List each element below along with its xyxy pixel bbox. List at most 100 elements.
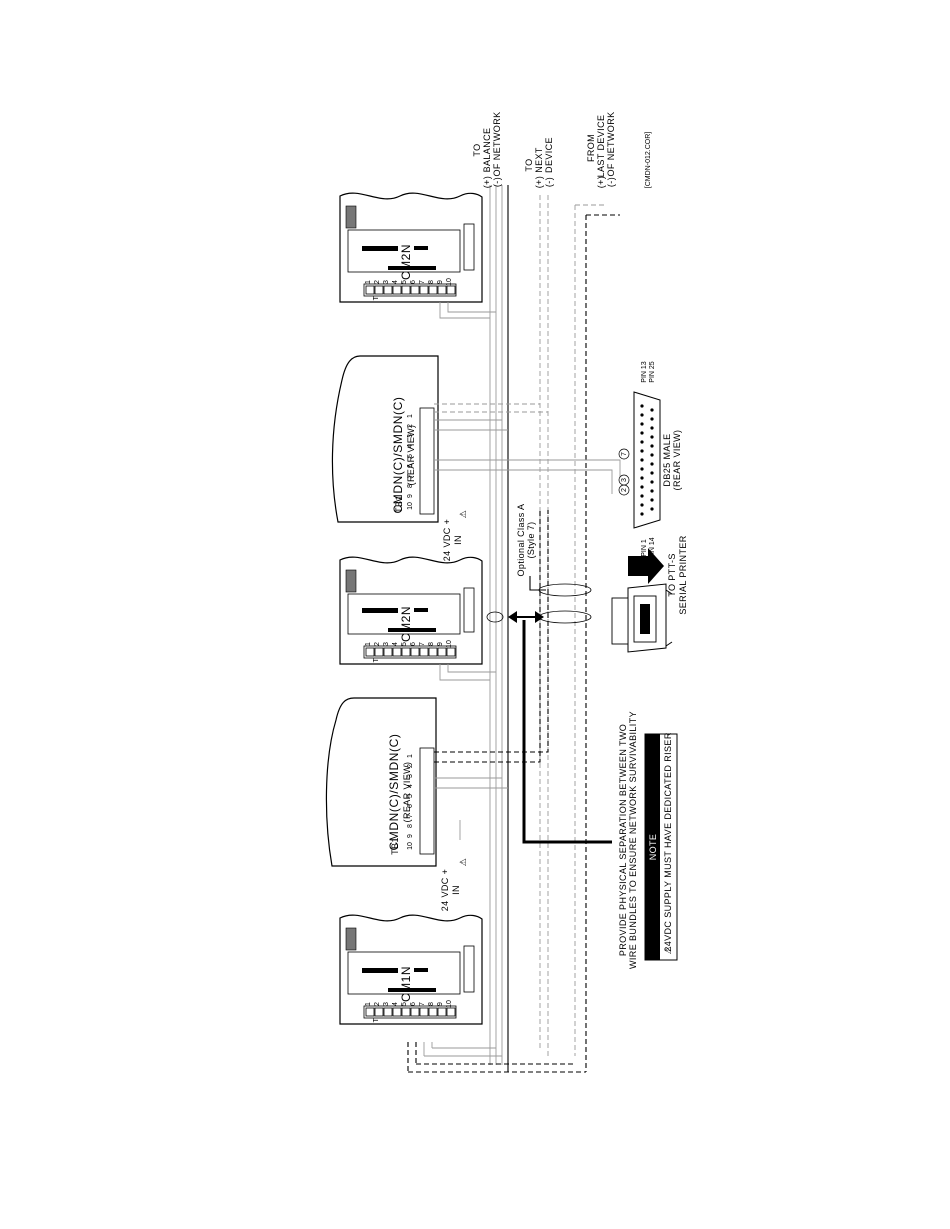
- svg-text:OF NETWORK: OF NETWORK: [606, 112, 616, 177]
- cmdn-upper-terminal-block: [419, 407, 435, 515]
- cmdn-lower-supply-line1: 24 VDC +: [440, 869, 450, 911]
- db25-pins: [640, 404, 654, 516]
- separation-note: PROVIDE PHYSICAL SEPARATION BETWEEN TWO …: [618, 711, 638, 969]
- cmdn-upper-supply-line2: IN: [453, 535, 463, 545]
- cm2n-middle-label: CM2N: [399, 606, 413, 642]
- note-text: 24VDC SUPPLY MUST HAVE DEDICATED RISER: [663, 732, 673, 952]
- cm-terminal-screw: [437, 285, 447, 295]
- cm-terminal-screw: [374, 647, 384, 657]
- cmdn-terminal-label: 7: [407, 474, 414, 478]
- db25-pin: [640, 422, 644, 426]
- cmdn-panel-upper: CMDN(C)/SMDN(C) (REAR VIEW) TB1 24 VDC +…: [331, 355, 468, 561]
- cmdn-upper-tb-label: TB1: [394, 495, 404, 513]
- cm-terminal-label: 5: [401, 642, 408, 646]
- cmdn-terminal-label: 2: [407, 764, 414, 768]
- svg-text:(Style 7): (Style 7): [526, 521, 536, 558]
- cm-terminal-label: 5: [401, 280, 408, 284]
- separation-arrow: [508, 611, 612, 844]
- cmdn-terminal-label: 3: [407, 774, 414, 778]
- svg-text:(+): (+): [482, 176, 492, 188]
- warning-icon: ⚠: [458, 510, 468, 518]
- cmdn-lower-supply-line2: IN: [451, 885, 461, 895]
- cmdn-terminal-label: 8: [407, 824, 414, 828]
- cmdn-lower-terminal-block: [419, 747, 435, 855]
- db25-pin: [640, 503, 644, 507]
- cm-terminal-label: 8: [428, 280, 435, 284]
- cm-terminal-label: 9: [437, 1002, 444, 1006]
- svg-text:(-): (-): [492, 177, 502, 187]
- balance-connection-label: TO (+) BALANCE (-) OF NETWORK: [472, 112, 502, 189]
- cm-terminal-screw: [401, 1007, 411, 1017]
- cm-terminal-screw: [392, 647, 402, 657]
- cmdn-upper-supply-line1: 24 VDC +: [442, 519, 452, 561]
- svg-text:PIN 14: PIN 14: [649, 537, 656, 559]
- cmdn-terminal-label: 4: [407, 444, 414, 448]
- note-box: NOTE ⚠ 24VDC SUPPLY MUST HAVE DEDICATED …: [644, 732, 678, 961]
- cm-terminal-screw: [410, 1007, 420, 1017]
- cmdn-lower-tb-label: TB1: [390, 837, 400, 855]
- svg-text:PROVIDE PHYSICAL SEPARATION BE: PROVIDE PHYSICAL SEPARATION BETWEEN TWO: [618, 724, 628, 956]
- cmdn-terminal-label: 9: [407, 834, 414, 838]
- db25-pin: [650, 489, 654, 493]
- cm-terminal-label: 7: [419, 642, 426, 646]
- cmdn-terminal-label: 1: [407, 414, 414, 418]
- svg-text:FROM: FROM: [586, 134, 596, 162]
- cm-terminal-screw: [383, 1007, 393, 1017]
- cmdn-upper-title: CMDN(C)/SMDN(C): [391, 397, 405, 514]
- cm-terminal-label: 2: [374, 1002, 381, 1006]
- cm-terminal-screw: [365, 285, 375, 295]
- cm-terminal-screw: [374, 285, 384, 295]
- cm2n-module-top: CM2N TB1: [339, 192, 483, 303]
- cm-terminal-label: 2: [374, 642, 381, 646]
- cm-terminal-label: 4: [392, 642, 399, 646]
- cmdn-terminal-label: 6: [407, 804, 414, 808]
- svg-text:OF NETWORK: OF NETWORK: [492, 112, 502, 177]
- db25-pin: [640, 476, 644, 480]
- cm-terminal-screw: [410, 647, 420, 657]
- cmdn-terminal-label: 10: [407, 502, 414, 510]
- cmdn-terminal-label: 9: [407, 494, 414, 498]
- cm-terminal-label: 9: [437, 280, 444, 284]
- svg-text:TO: TO: [524, 158, 534, 171]
- db25-pin: [650, 444, 654, 448]
- svg-text:7: 7: [621, 452, 628, 456]
- cm-terminal-label: 9: [437, 642, 444, 646]
- cm-terminal-label: 10: [446, 1000, 453, 1008]
- cm-terminal-screw: [446, 647, 456, 657]
- cm-terminal-label: 3: [383, 280, 390, 284]
- svg-text:(-): (-): [606, 177, 616, 187]
- warning-icon: ⚠: [663, 946, 673, 954]
- cm-terminal-screw: [419, 1007, 429, 1017]
- svg-text:SERIAL PRINTER: SERIAL PRINTER: [678, 535, 688, 614]
- next-connection-label: TO (+) NEXT (-) DEVICE: [524, 137, 554, 188]
- svg-text:(+): (+): [596, 176, 606, 188]
- db25-pin: [650, 417, 654, 421]
- db25-pin: [640, 512, 644, 516]
- db25-pin: [650, 435, 654, 439]
- svg-text:DEVICE: DEVICE: [544, 137, 554, 173]
- db25-pin: [640, 467, 644, 471]
- cmdn-panel-lower: CMDN(C)/SMDN(C) (REAR VIEW) TB1 24 VDC +…: [325, 697, 468, 911]
- db25-pin: [650, 507, 654, 511]
- db25-pin: [640, 485, 644, 489]
- cm-terminal-screw: [446, 285, 456, 295]
- cm-terminal-label: 4: [392, 280, 399, 284]
- cm-terminal-label: 8: [428, 642, 435, 646]
- svg-text:(-): (-): [544, 177, 554, 187]
- db25-pin: [640, 458, 644, 462]
- cm-terminal-screw: [392, 285, 402, 295]
- cm-terminal-label: 10: [446, 278, 453, 286]
- db25-pin: [640, 440, 644, 444]
- cm-terminal-screw: [437, 647, 447, 657]
- cmdn-lower-sub: (REAR VIEW): [402, 762, 412, 823]
- drawing-reference: [CMDN-012.COR]: [645, 132, 652, 188]
- cmdn-terminal-label: 6: [407, 464, 414, 468]
- cm-terminal-label: 6: [410, 280, 417, 284]
- cm-terminal-screw: [383, 285, 393, 295]
- cm-terminal-screw: [428, 1007, 438, 1017]
- cm1n-label: CM1N: [399, 966, 413, 1002]
- cm-terminal-label: 10: [446, 640, 453, 648]
- cm-terminal-screw: [428, 647, 438, 657]
- last-device-connection-label: FROM (+) LAST DEVICE (-) OF NETWORK: [586, 112, 616, 189]
